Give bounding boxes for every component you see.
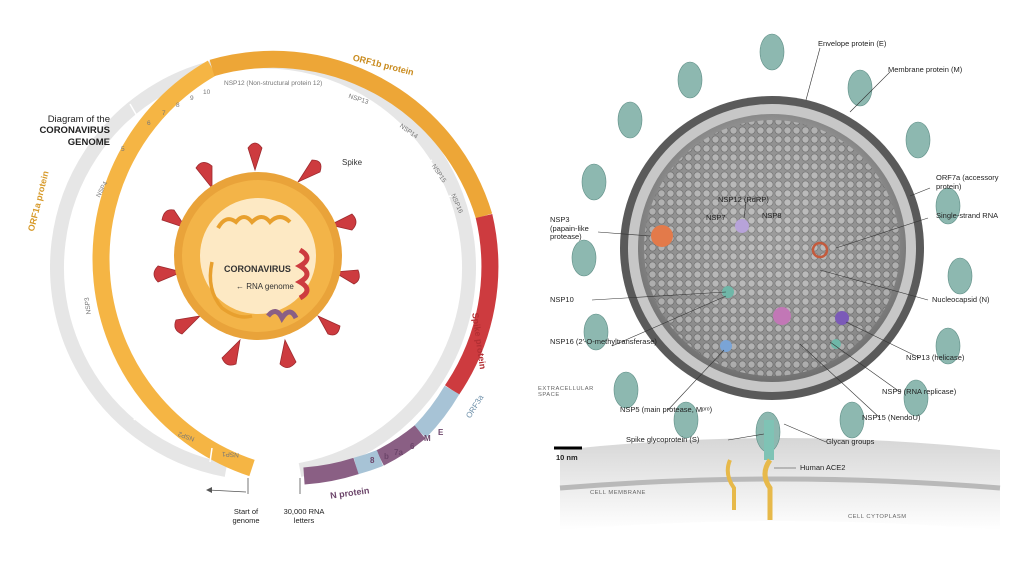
start-arrow bbox=[207, 489, 247, 493]
segment-7: 7 bbox=[162, 110, 166, 117]
extracellular-label: EXTRACELLULAR SPACE bbox=[538, 386, 594, 398]
segment-8: 8 bbox=[176, 102, 180, 109]
cytoplasm-label: CELL CYTOPLASM bbox=[848, 514, 907, 520]
spike-proteins bbox=[153, 142, 360, 368]
genome-end-label: 30,000 RNA letters bbox=[283, 507, 325, 525]
nucleocapsid-label: Nucleocapsid (N) bbox=[932, 295, 990, 304]
start-arrow-head bbox=[206, 487, 212, 493]
nsp7-label: NSP7 bbox=[706, 213, 726, 222]
cell-membrane-label: CELL MEMBRANE bbox=[590, 490, 646, 496]
leader-lines bbox=[591, 47, 931, 469]
ace2-receptor-2 bbox=[725, 459, 736, 510]
ssrna-label: Single-strand RNA bbox=[936, 211, 999, 220]
gene-7b-label: b bbox=[384, 452, 389, 461]
orf1b-arc bbox=[209, 50, 493, 219]
nsp5-label: NSP5 (main protease, Mᵖʳᵒ) bbox=[620, 405, 713, 414]
rna-coil-top bbox=[216, 215, 292, 230]
ace2-label: Human ACE2 bbox=[800, 463, 846, 472]
embedded-proteins bbox=[651, 219, 849, 352]
gene-6-label: 6 bbox=[410, 442, 415, 451]
spike-glycoprotein-label: Spike glycoprotein (S) bbox=[626, 435, 700, 444]
segment-5: 5 bbox=[121, 146, 125, 153]
nsp3-label: NSP3 (papain-like protease) bbox=[550, 215, 589, 242]
small-genes-arc bbox=[353, 450, 384, 475]
segment-10: 10 bbox=[203, 89, 211, 96]
genome-title-line1: Diagram of the bbox=[47, 114, 110, 125]
cell-surface bbox=[560, 438, 1000, 530]
gene-8-label: 8 bbox=[370, 456, 375, 465]
rna-coil-purple bbox=[266, 309, 299, 323]
glycan-label: Glycan groups bbox=[826, 437, 875, 446]
gene-7a-label: 7a bbox=[394, 448, 403, 457]
nsp15-label: NSP15 (NendoU) bbox=[862, 413, 921, 422]
nsp10-label: NSP10 bbox=[550, 295, 574, 304]
m-gene-label: M bbox=[424, 434, 431, 443]
rna-coil-left bbox=[208, 261, 253, 319]
n-protein-arc bbox=[303, 457, 359, 485]
ace2-receptor bbox=[762, 458, 773, 520]
nsp13-label: NSP13 (helicase) bbox=[906, 353, 965, 362]
virus-illustration bbox=[153, 142, 360, 368]
virion-illustration bbox=[554, 33, 1001, 530]
spike-label: Spike bbox=[342, 158, 363, 167]
m-arc bbox=[376, 425, 426, 466]
rna-genome-label: ← RNA genome bbox=[236, 282, 294, 291]
orf1a-arc bbox=[92, 60, 255, 477]
spike-glycoprotein bbox=[764, 420, 774, 460]
membrane-label: Membrane protein (M) bbox=[888, 65, 963, 74]
genome-ring bbox=[50, 50, 499, 494]
orf3a-arc bbox=[413, 385, 460, 438]
genome-title-bold: CORONAVIRUS GENOME bbox=[39, 125, 110, 148]
segment-6: 6 bbox=[147, 120, 151, 127]
nsp9-label: NSP9 (RNA replicase) bbox=[882, 387, 957, 396]
nsp1-segment: NSP1 bbox=[221, 449, 240, 459]
start-of-genome-label: Start of genome bbox=[232, 507, 260, 525]
segment-dividers bbox=[69, 79, 455, 463]
scale-label: 10 nm bbox=[556, 453, 578, 462]
genome-title: Diagram of the CORONAVIRUS GENOME bbox=[14, 114, 110, 148]
e-gene-label: E bbox=[438, 428, 444, 437]
nucleocapsid-coils bbox=[644, 120, 900, 376]
inner-core bbox=[200, 198, 316, 314]
nsp16-label: NSP16 (2′-O-methyltransferase) bbox=[550, 337, 657, 346]
rna-coil-red bbox=[294, 247, 310, 301]
cell-membrane-line bbox=[559, 476, 1001, 491]
nsp12-label: NSP12 (RdRP) bbox=[718, 195, 769, 204]
envelope-label: Envelope protein (E) bbox=[818, 39, 887, 48]
coronavirus-center-label: CORONAVIRUS bbox=[224, 264, 291, 274]
nsp8-label: NSP8 bbox=[762, 211, 782, 220]
spike-arc bbox=[444, 214, 499, 395]
segment-9: 9 bbox=[190, 95, 194, 102]
orf7a-label: ORF7a (accessory protein) bbox=[936, 173, 999, 191]
nsp12-segment: NSP12 (Non-structural protein 12) bbox=[224, 80, 323, 87]
